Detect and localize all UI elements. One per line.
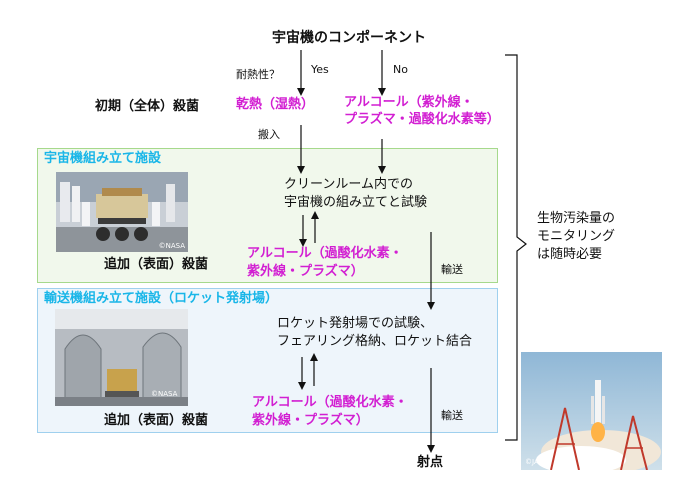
transfer-in-label: 搬入	[258, 128, 280, 141]
transport-label-2: 輸送	[441, 409, 463, 422]
spacecraft-assembly-facility-title: 宇宙機組み立て施設	[44, 151, 162, 166]
additional-sterilization-label-2: 追加（表面）殺菌	[104, 413, 209, 428]
rocket-launch-photo: ©JAXA	[521, 352, 662, 470]
no-label: No	[393, 63, 408, 76]
nasa-credit-1: ©NASA	[158, 242, 185, 250]
alcohol-method-stage2-line2: 紫外線・プラズマ）	[252, 413, 369, 428]
alcohol-method-stage1-line2: 紫外線・プラズマ）	[247, 264, 364, 279]
nasa-credit-2: ©NASA	[151, 390, 178, 398]
heat-resistance-question: 耐熱性？	[236, 68, 280, 81]
monitoring-note-line1: 生物汚染量の	[537, 211, 616, 226]
alcohol-method-stage1-line1: アルコール（過酸化水素・	[247, 246, 403, 261]
additional-sterilization-label-1: 追加（表面）殺菌	[104, 257, 209, 272]
monitoring-bracket	[505, 54, 527, 441]
launch-pad-label: 射点	[417, 455, 444, 470]
dry-heat-method: 乾熱（湿熱）	[236, 97, 315, 112]
diagram-title: 宇宙機のコンポーネント	[272, 30, 426, 46]
launch-site-step-line1: ロケット発射場での試験、	[277, 316, 434, 331]
fairing-encapsulation-photo: ©NASA	[55, 309, 188, 406]
cleanroom-step-line2: 宇宙機の組み立てと試験	[284, 195, 428, 210]
yes-label: Yes	[311, 63, 329, 76]
transport-label-1: 輸送	[441, 263, 463, 276]
launch-site-step-line2: フェアリング格納、ロケット結合	[277, 334, 473, 349]
initial-sterilization-label: 初期（全体）殺菌	[95, 99, 200, 114]
jaxa-credit: ©JAXA	[525, 458, 549, 466]
monitoring-note-line2: モニタリング	[537, 229, 616, 244]
spacecraft-assembly-photo: ©NASA	[56, 172, 188, 252]
alcohol-method-initial-line1: アルコール（紫外線・	[344, 95, 474, 110]
alcohol-method-stage2-line1: アルコール（過酸化水素・	[252, 395, 408, 410]
launch-vehicle-assembly-facility-title: 輸送機組み立て施設（ロケット発射場）	[44, 291, 279, 306]
monitoring-note-line3: は随時必要	[537, 247, 603, 262]
cleanroom-step-line1: クリーンルーム内での	[284, 177, 413, 192]
alcohol-method-initial-line2: プラズマ・過酸化水素等）	[344, 112, 500, 127]
